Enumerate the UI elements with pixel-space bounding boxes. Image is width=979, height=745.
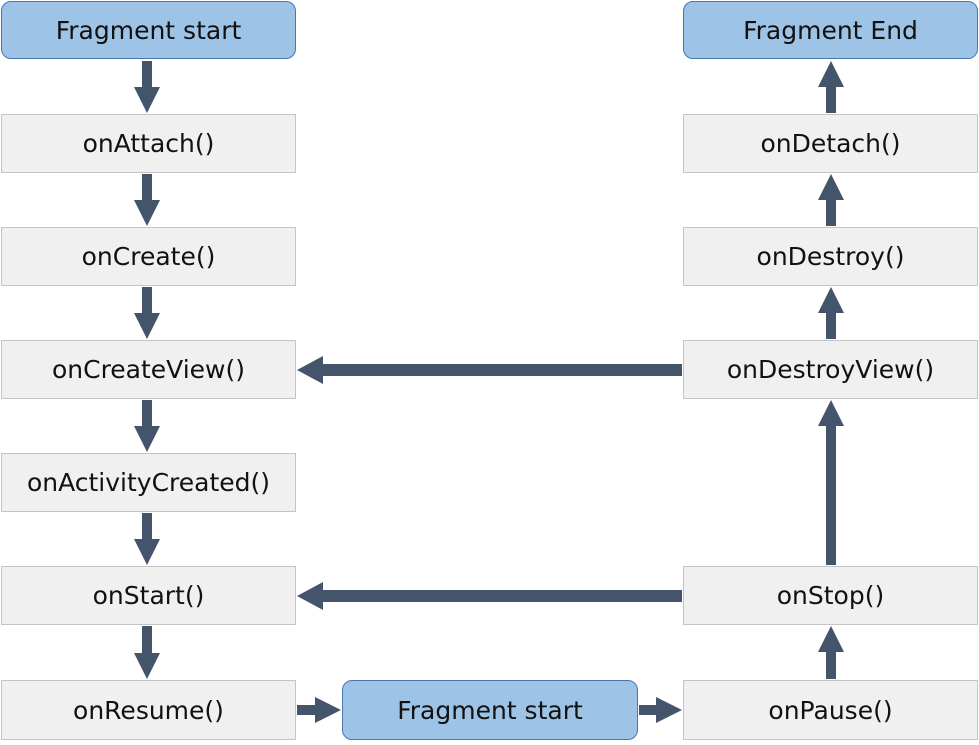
- on-destroy-view-node: onDestroyView(): [683, 340, 978, 399]
- arrow-resume-to-fragment-start: [297, 697, 341, 723]
- arrow-stop-to-start: [297, 582, 682, 610]
- arrow-stop-to-destroyview: [818, 400, 844, 565]
- fragment-running-node: Fragment start: [342, 680, 638, 740]
- on-attach-node: onAttach(): [1, 114, 296, 173]
- on-activity-created-node: onActivityCreated(): [1, 453, 296, 512]
- on-create-view-node: onCreateView(): [1, 340, 296, 399]
- arrow-create-to-createview: [134, 287, 160, 339]
- arrow-attach-to-create: [134, 174, 160, 226]
- on-detach-node: onDetach(): [683, 114, 978, 173]
- arrow-destroyview-to-destroy: [818, 287, 844, 339]
- arrow-destroyview-to-createview: [297, 356, 682, 384]
- arrow-destroy-to-detach: [818, 174, 844, 226]
- arrow-fragment-start-to-pause: [639, 697, 682, 723]
- on-resume-node: onResume(): [1, 680, 296, 740]
- fragment-end-node: Fragment End: [683, 1, 978, 59]
- on-destroy-node: onDestroy(): [683, 227, 978, 286]
- arrow-activitycreated-to-start: [134, 513, 160, 565]
- on-pause-node: onPause(): [683, 680, 978, 740]
- arrow-createview-to-activitycreated: [134, 400, 160, 452]
- arrow-detach-to-end: [818, 61, 844, 113]
- on-create-node: onCreate(): [1, 227, 296, 286]
- on-stop-node: onStop(): [683, 566, 978, 625]
- arrow-pause-to-stop: [818, 626, 844, 679]
- arrow-start-to-resume: [134, 626, 160, 679]
- on-start-node: onStart(): [1, 566, 296, 625]
- arrow-start-to-attach: [134, 61, 160, 113]
- fragment-start-node: Fragment start: [1, 1, 296, 59]
